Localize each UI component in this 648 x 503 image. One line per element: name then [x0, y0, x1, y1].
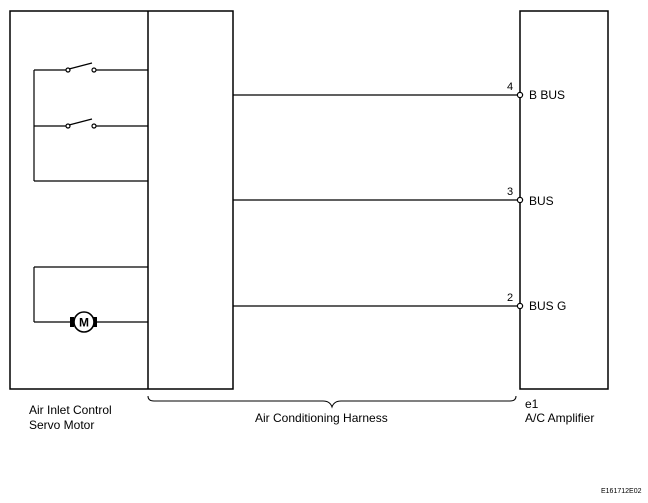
terminal-4	[516, 91, 524, 99]
servo-motor-box	[9, 10, 234, 390]
harness-wires	[233, 94, 517, 307]
motor-symbol: M	[79, 316, 89, 330]
amplifier-label: A/C Amplifier	[525, 411, 595, 425]
servo-motor-label-line1: Air Inlet Control	[29, 403, 112, 417]
terminal-3	[516, 196, 524, 204]
motor-icon: M	[70, 311, 97, 333]
servo-motor-label-line2: Servo Motor	[29, 418, 95, 432]
pin-number-3: 3	[507, 186, 514, 198]
figure-code: E161712E02	[601, 488, 642, 495]
pin-number-2: 2	[507, 292, 514, 304]
pin-signal-bus: BUS	[529, 194, 554, 208]
harness-label: Air Conditioning Harness	[255, 411, 388, 425]
pin-number-4: 4	[507, 81, 514, 93]
amplifier-connector-code: e1	[525, 397, 539, 411]
motor-circuit	[33, 266, 148, 323]
terminal-2	[516, 302, 524, 310]
pin-signal-bus-g: BUS G	[529, 299, 567, 313]
switch-circuit	[33, 62, 148, 182]
pin-signal-b-bus: B BUS	[529, 88, 566, 102]
harness-brace	[147, 395, 517, 409]
terminals	[516, 91, 524, 310]
